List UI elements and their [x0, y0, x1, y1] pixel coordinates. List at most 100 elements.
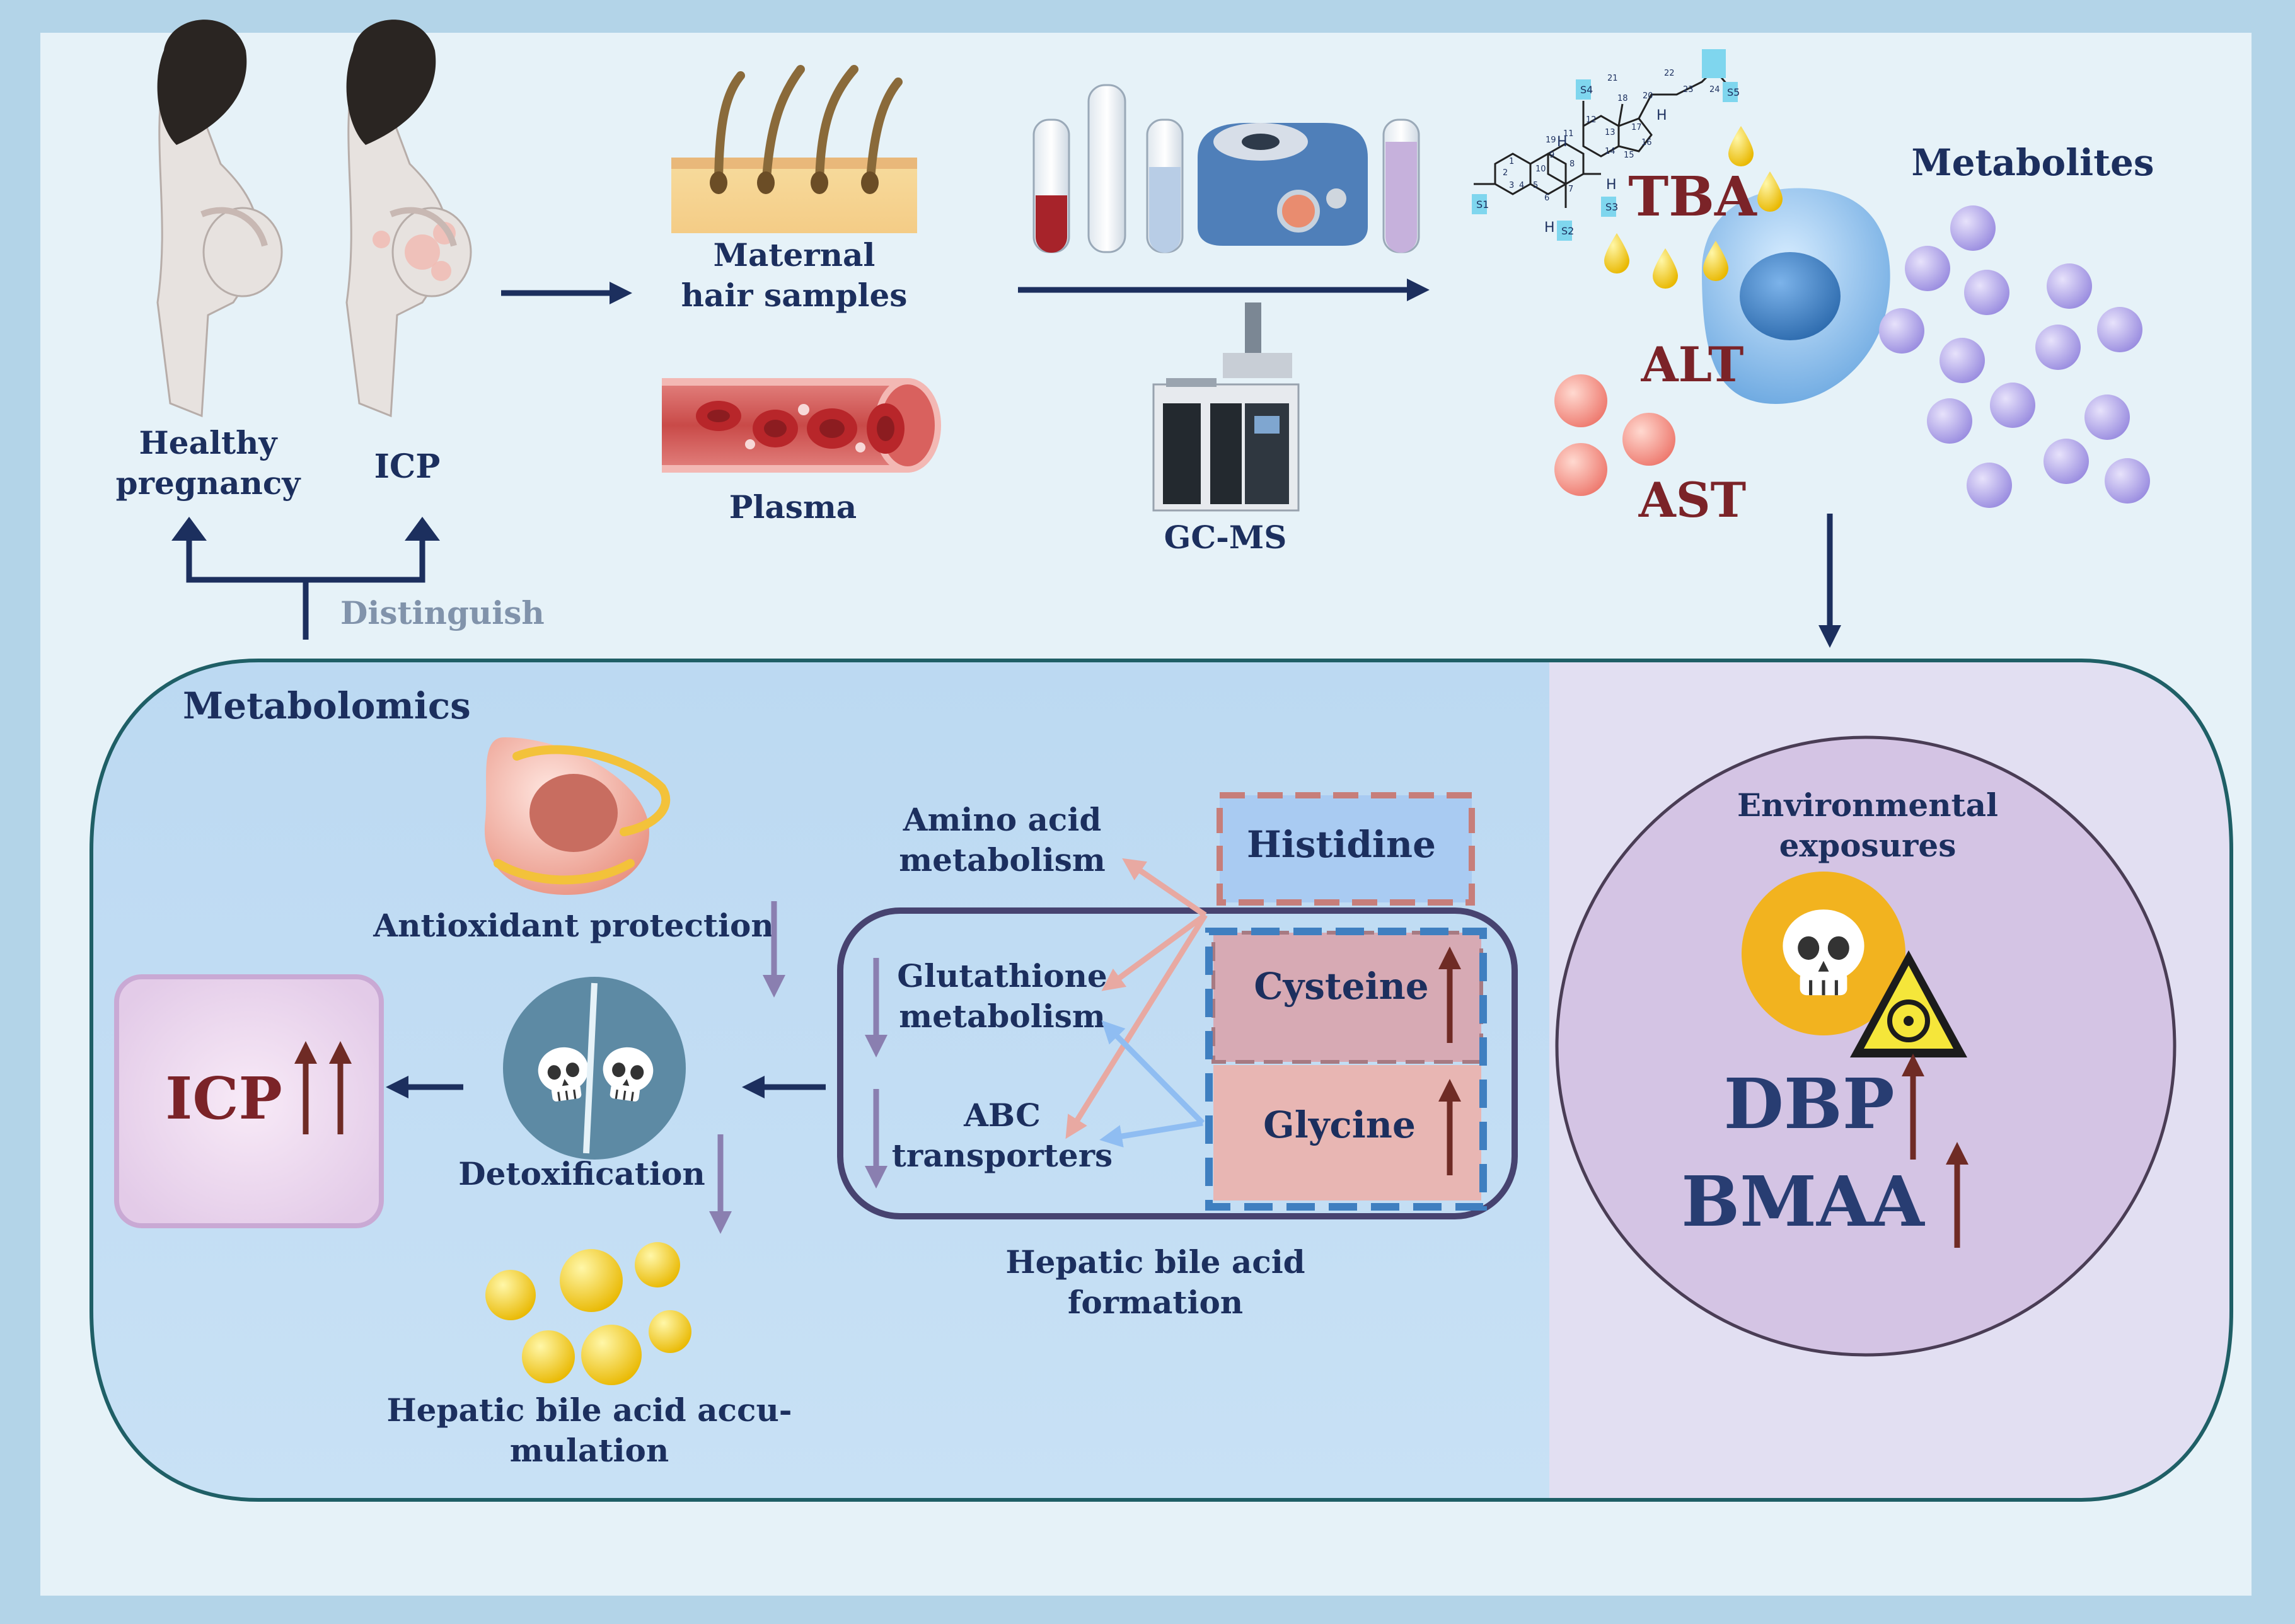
metabolite-sphere-icon	[1967, 463, 2012, 508]
plasma-label: Plasma	[729, 488, 857, 526]
bile-acid-sphere-icon	[649, 1310, 691, 1353]
text-line: metabolism	[899, 841, 1106, 878]
skull-icon	[1742, 872, 1905, 1035]
text-line: formation	[1068, 1284, 1243, 1321]
text-line: ABC	[963, 1097, 1041, 1134]
metabolite-sphere-icon	[2047, 263, 2092, 309]
bile-acid-sphere-icon	[560, 1249, 623, 1312]
bmaa-label: BMAA	[1681, 1161, 1925, 1242]
svg-text:H: H	[1606, 177, 1617, 193]
gc-ms-instrument-icon	[1152, 302, 1300, 512]
gc-ms-label: GC-MS	[1164, 519, 1287, 556]
distinguish-bracket	[186, 533, 425, 640]
cysteine-box	[1211, 931, 1483, 1064]
text-line: Environmental	[1737, 786, 1998, 824]
svg-text:3: 3	[1509, 181, 1514, 190]
arrow-up-healthy	[171, 517, 207, 541]
steroid-structure-icon	[1474, 54, 1731, 208]
svg-text:4: 4	[1519, 181, 1524, 190]
cysteine-label: Cysteine	[1254, 965, 1428, 1008]
antioxidant-cell-icon	[484, 737, 671, 895]
metabolite-sphere-icon	[2084, 394, 2130, 440]
detoxification-icon	[503, 977, 686, 1160]
tba-label: TBA	[1628, 165, 1757, 229]
pregnant-woman-icon	[156, 20, 283, 418]
test-tube-icon	[1032, 118, 1070, 253]
site-s3: S3	[1605, 201, 1618, 213]
metabolite-sphere-icon	[1964, 270, 2009, 315]
text-line: transporters	[892, 1137, 1113, 1174]
svg-text:23: 23	[1683, 85, 1694, 95]
bile-acid-sphere-icon	[581, 1325, 642, 1385]
pregnant-woman-icon	[345, 20, 472, 418]
svg-text:1: 1	[1509, 157, 1514, 166]
svg-text:24: 24	[1709, 85, 1720, 95]
steroid-site-markers	[1472, 49, 1738, 241]
glycine-label: Glycine	[1263, 1103, 1416, 1146]
metabolite-sphere-icon	[1950, 205, 1996, 251]
hair-follicle-icon	[671, 65, 917, 233]
svg-text:7: 7	[1568, 185, 1573, 194]
svg-text:9: 9	[1549, 151, 1554, 160]
antioxidant-protection-label: Antioxidant protection	[373, 907, 773, 944]
test-tube-icon	[1087, 84, 1126, 253]
text-line: Healthy	[139, 424, 279, 461]
glutathione-metabolism-label: Glutathione metabolism	[897, 957, 1107, 1035]
text-line: Glutathione	[897, 957, 1107, 994]
svg-text:11: 11	[1563, 129, 1574, 139]
text-line: Hepatic bile acid	[1005, 1243, 1305, 1281]
metabolite-sphere-icon	[1927, 398, 1972, 444]
text-line: hair samples	[681, 277, 908, 314]
histidine-box	[1217, 792, 1475, 906]
metabolite-sphere-icon	[1939, 338, 1985, 383]
svg-text:5: 5	[1533, 181, 1538, 190]
test-tube-icon	[1382, 118, 1420, 253]
text-line: exposures	[1779, 827, 1957, 864]
icp-group-label: ICP	[374, 447, 441, 486]
steroid-site-labels: S1 S2 S3 S4 S5	[1476, 84, 1740, 237]
icp-result-box	[114, 974, 384, 1228]
svg-text:20: 20	[1643, 91, 1653, 101]
metabolite-sphere-icon	[2097, 307, 2142, 352]
pathway-box	[837, 907, 1518, 1219]
enzyme-sphere	[1554, 443, 1607, 496]
bile-acid-sphere-group	[485, 1242, 691, 1385]
svg-text:17: 17	[1631, 123, 1642, 132]
text-line: metabolism	[899, 998, 1106, 1035]
svg-text:8: 8	[1570, 159, 1575, 169]
svg-text:19: 19	[1546, 135, 1556, 145]
svg-text:H: H	[1557, 134, 1568, 150]
metabolite-sphere-icon	[2035, 325, 2081, 370]
svg-text:10: 10	[1535, 164, 1546, 174]
distinguish-label: Distinguish	[340, 594, 545, 631]
bile-acid-sphere-icon	[522, 1330, 575, 1383]
enzyme-sphere	[1554, 374, 1607, 427]
histidine-label: Histidine	[1247, 823, 1436, 866]
svg-text:H: H	[1656, 108, 1667, 124]
site-s4: S4	[1580, 84, 1593, 96]
svg-text:6: 6	[1544, 193, 1549, 203]
metabolite-sphere-icon	[1905, 246, 1950, 291]
pathway-links	[1065, 858, 1208, 1148]
icp-result-label: ICP	[165, 1064, 282, 1132]
text-line: Amino acid	[903, 801, 1102, 838]
bile-acid-accumulation-label: Hepatic bile acid accu-mulation	[386, 1391, 792, 1469]
metabolomics-title: Metabolomics	[183, 684, 471, 727]
detoxification-label: Detoxification	[458, 1155, 705, 1192]
text-line: Maternal	[714, 236, 876, 274]
glycine-box	[1213, 1065, 1481, 1201]
site-s5: S5	[1727, 86, 1740, 98]
svg-text:13: 13	[1605, 128, 1616, 137]
metabolite-sphere-icon	[2044, 439, 2089, 484]
text-line: Hepatic bile acid accu-	[386, 1391, 792, 1429]
text-line: pregnancy	[116, 464, 302, 502]
bile-acid-sphere-icon	[635, 1242, 680, 1287]
cell-icon	[1702, 188, 1890, 404]
